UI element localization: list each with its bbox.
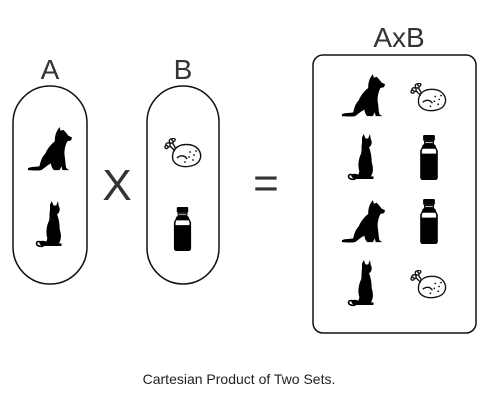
cat-icon [347, 133, 375, 181]
equals-operator: = [253, 159, 279, 208]
cat-icon [347, 259, 375, 307]
dog-icon [341, 199, 386, 243]
chicken-icon [410, 83, 447, 112]
cat-icon [35, 200, 63, 248]
set-b-container [146, 85, 220, 285]
times-operator: X [102, 161, 131, 210]
set-a-container [12, 85, 88, 285]
bottle-icon [419, 135, 439, 180]
bottle-icon [419, 199, 439, 244]
set-b-label: B [174, 54, 193, 85]
chicken-icon [410, 270, 447, 299]
set-a-label: A [41, 54, 60, 85]
product-set-label: AxB [373, 22, 424, 53]
bottle-icon [173, 207, 192, 251]
dog-icon [27, 126, 73, 171]
caption: Cartesian Product of Two Sets. [143, 371, 336, 387]
product-set-container [312, 54, 477, 334]
chicken-icon [164, 138, 202, 168]
dog-icon [341, 73, 386, 117]
